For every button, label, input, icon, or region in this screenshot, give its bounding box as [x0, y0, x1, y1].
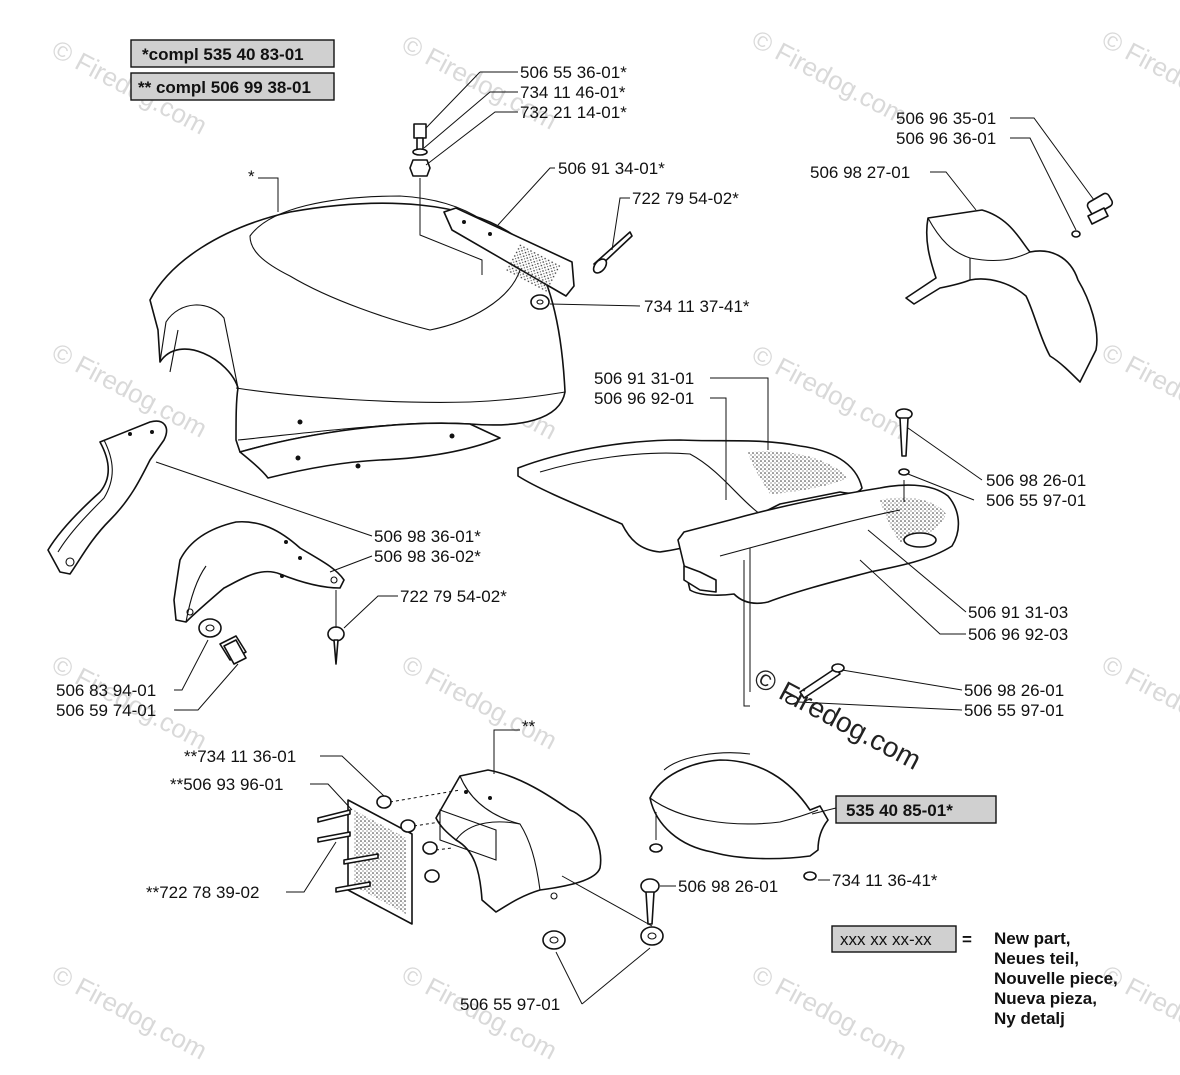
watermark: © Firedog.com [1097, 649, 1180, 756]
legend-line: Nouvelle piece, [994, 969, 1118, 988]
rivet-part [592, 231, 633, 274]
grille-plate [347, 799, 413, 925]
part-label: 506 55 97-01 [460, 995, 560, 1014]
legend: xxx xx xx-xx = New part, Neues teil, Nou… [831, 925, 1118, 1028]
part-label: 506 98 36-01* [374, 527, 481, 546]
part-label: 732 21 14-01* [520, 103, 627, 122]
watermark: © Firedog.com [747, 339, 912, 446]
kit-box-compl-2: ** compl 506 99 38-01 [130, 72, 335, 101]
washer-part [530, 294, 550, 310]
screw-stack [409, 123, 431, 177]
cover-nuts [376, 795, 440, 883]
hood-marker: * [248, 167, 255, 186]
part-label: 506 91 31-01 [594, 369, 694, 388]
part-label: 506 91 34-01* [558, 159, 665, 178]
watermark-main: © Firedog.com [749, 662, 926, 776]
rear-cover-part [905, 209, 1098, 383]
kit-box-3-text: 535 40 85-01* [846, 801, 953, 820]
watermark: © Firedog.com [1097, 24, 1180, 131]
part-label: 506 96 36-01 [896, 129, 996, 148]
knob-part [1071, 192, 1114, 238]
watermark: © Firedog.com [397, 649, 562, 756]
vent-plate-part [443, 207, 575, 297]
part-label: 506 55 97-01 [986, 491, 1086, 510]
part-label: 722 79 54-02* [632, 189, 739, 208]
kit-box-compl-1: *compl 535 40 83-01 [130, 39, 335, 68]
seat-pan-part [517, 439, 960, 605]
part-label: 734 11 36-41* [832, 871, 938, 890]
tray-part [649, 752, 829, 881]
bracket-part-2 [173, 520, 345, 623]
lower-bolt-part [785, 663, 845, 705]
hood-part [149, 195, 566, 479]
watermark: © Firedog.com [47, 959, 212, 1066]
watermark: © Firedog.com [1097, 337, 1180, 444]
part-label: 506 55 36-01* [520, 63, 627, 82]
legend-swatch-text: xxx xx xx-xx [840, 930, 932, 949]
bracket-washer-bolt [198, 618, 247, 665]
kit-box-compl-1-text: *compl 535 40 83-01 [142, 45, 304, 64]
cover-marker: ** [522, 717, 536, 736]
grille-screws [317, 809, 379, 893]
watermark: © Firedog.com [47, 337, 212, 444]
watermark: © Firedog.com [747, 24, 912, 131]
part-label: **506 93 96-01 [170, 775, 283, 794]
part-label: 506 98 26-01 [986, 471, 1086, 490]
part-label: 506 91 31-03 [968, 603, 1068, 622]
part-label: 506 98 36-02* [374, 547, 481, 566]
part-label: 506 55 97-01 [964, 701, 1064, 720]
bracket-part [47, 420, 168, 575]
part-label: 506 98 26-01 [964, 681, 1064, 700]
seat-bolt-part [895, 408, 913, 476]
legend-line: New part, [994, 929, 1071, 948]
legend-line: Ny detalj [994, 1009, 1065, 1028]
part-label: 506 96 92-03 [968, 625, 1068, 644]
legend-line: Neues teil, [994, 949, 1079, 968]
legend-line: Nueva pieza, [994, 989, 1097, 1008]
part-label: 506 83 94-01 [56, 681, 156, 700]
part-label: **722 78 39-02 [146, 883, 259, 902]
part-label: 506 98 27-01 [810, 163, 910, 182]
watermark: © Firedog.com [747, 959, 912, 1066]
part-label: 506 98 26-01 [678, 877, 778, 896]
lower-cover-part [435, 769, 602, 913]
bracket-rivet [327, 626, 345, 665]
bottom-washers [542, 926, 664, 950]
part-label: 734 11 46-01* [520, 83, 626, 102]
part-label: **734 11 36-01 [184, 747, 296, 766]
part-label: 722 79 54-02* [400, 587, 507, 606]
part-label: 506 96 92-01 [594, 389, 694, 408]
part-label: 734 11 37-41* [644, 297, 750, 316]
bottom-screw [640, 878, 660, 925]
part-label: 506 96 35-01 [896, 109, 996, 128]
part-label: 506 59 74-01 [56, 701, 156, 720]
kit-box-compl-2-text: ** compl 506 99 38-01 [138, 78, 311, 97]
legend-equals: = [962, 930, 972, 949]
